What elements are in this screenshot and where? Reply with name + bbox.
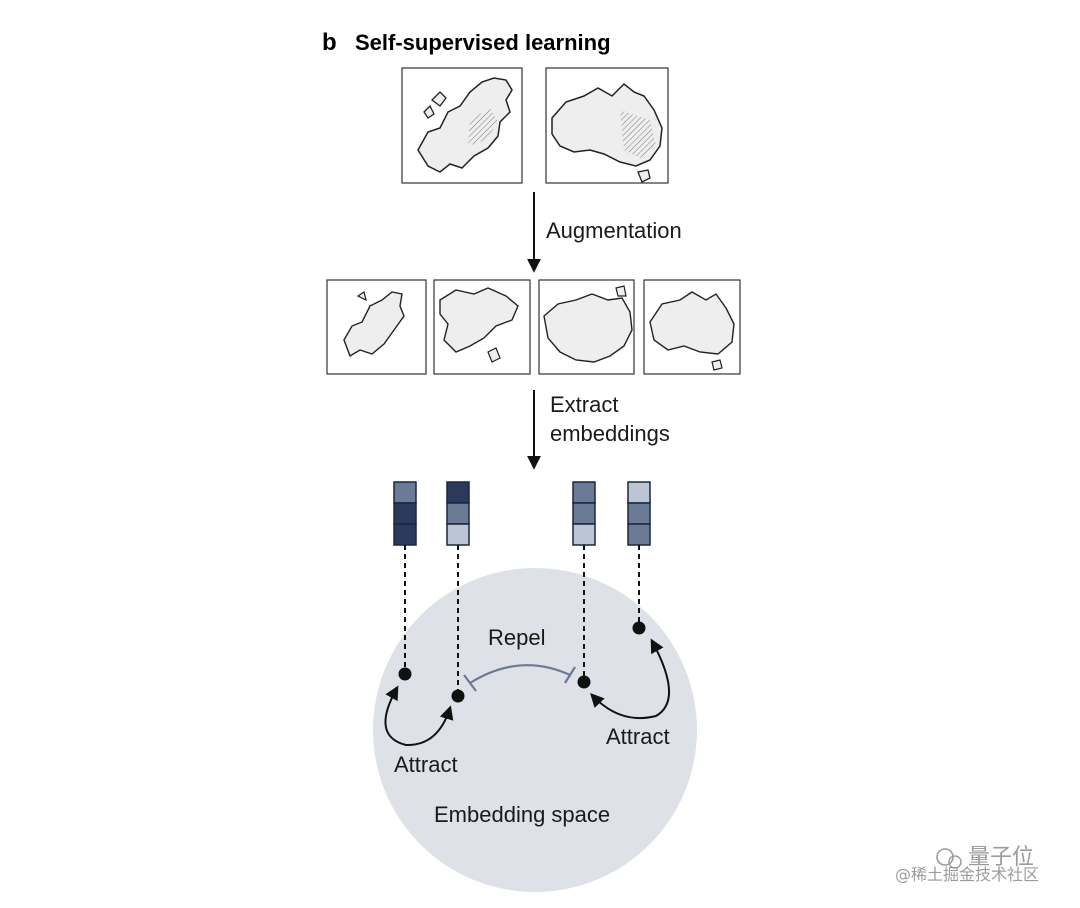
embedding-point-3 (577, 675, 591, 689)
embedding-cell (627, 502, 651, 525)
embedding-vector-1 (393, 481, 417, 546)
embedding-space-label: Embedding space (434, 802, 610, 827)
embedding-cell (393, 481, 417, 504)
embedding-cell (572, 502, 596, 525)
augmented-europe-map-1 (326, 279, 427, 375)
augmentation-label: Augmentation (546, 218, 682, 243)
embedding-vector-3 (572, 481, 596, 546)
panel-letter: b (322, 29, 337, 56)
embedding-point-2 (451, 689, 465, 703)
extract-label-line1: Extract (550, 392, 618, 417)
embedding-cell (446, 523, 470, 546)
embedding-cell (393, 523, 417, 546)
embedding-vector-4 (627, 481, 651, 546)
panel-title: Self-supervised learning (355, 30, 611, 55)
embedding-cell (627, 481, 651, 504)
embedding-cell (446, 502, 470, 525)
embedding-point-1 (398, 667, 412, 681)
embedding-cell (572, 523, 596, 546)
watermark-main: 量子位 (968, 845, 1034, 870)
repel-endcap-right (564, 666, 576, 684)
attract-arrow-right (590, 638, 670, 720)
augmented-australia-map-1 (538, 279, 635, 375)
original-australia-map (545, 67, 669, 184)
repel-arc (469, 664, 571, 684)
embedding-vectors (393, 481, 651, 546)
embedding-point-4 (632, 621, 646, 635)
embedding-cell (446, 481, 470, 504)
embedding-cell (572, 481, 596, 504)
attract-arrow-left (384, 685, 454, 747)
augmented-europe-map-2 (433, 279, 531, 375)
watermark-sub: @稀土掘金技术社区 (895, 865, 1039, 884)
augmented-australia-map-2 (643, 279, 741, 375)
repel-label: Repel (488, 625, 545, 650)
embedding-cell (627, 523, 651, 546)
attract-left-label: Attract (394, 752, 458, 777)
original-europe-map (401, 67, 523, 184)
embedding-cell (393, 502, 417, 525)
watermark: 量子位 @稀土掘金技术社区 (895, 845, 1039, 884)
extract-label-line2: embeddings (550, 421, 670, 446)
attract-right-label: Attract (606, 724, 670, 749)
embedding-vector-2 (446, 481, 470, 546)
repel-endcap-left (463, 674, 477, 692)
